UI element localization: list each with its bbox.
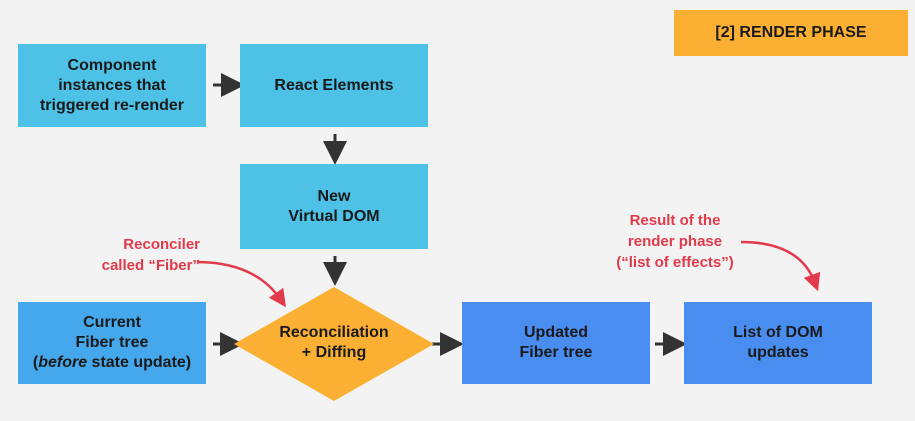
current-fiber-tree-box: Current Fiber tree (before state update) — [18, 302, 206, 384]
updated-fiber-line-1: Updated — [523, 324, 588, 341]
reconciliation-line-2: + Diffing — [301, 344, 367, 361]
new-virtual-dom-line-1: New — [317, 187, 351, 205]
result-annotation-line-3: (“list of effects”) — [616, 254, 734, 271]
dom-updates-line-1: List of DOM — [733, 324, 823, 341]
annotation-arrow-reconciler — [196, 260, 286, 308]
reconciler-annotation: Reconciler called “Fiber” — [40, 234, 200, 276]
react-elements-box: React Elements — [240, 44, 428, 127]
result-annotation-line-1: Result of the — [629, 212, 721, 229]
result-annotation-line-2: render phase — [627, 233, 723, 250]
current-fiber-line-3-prefix: ( — [32, 354, 39, 371]
component-instances-line-1: Component — [67, 56, 157, 74]
current-fiber-before-text: before — [38, 354, 88, 371]
annotation-arrow-result — [740, 240, 821, 292]
reconciliation-line-1: Reconciliation — [279, 324, 389, 341]
new-virtual-dom-box: New Virtual DOM — [240, 164, 428, 249]
updated-fiber-tree-box: Updated Fiber tree — [462, 302, 650, 384]
reconciler-annotation-line-2: called “Fiber” — [101, 257, 200, 274]
reconciliation-label: Reconciliation + Diffing — [244, 318, 424, 368]
current-fiber-line-3: (before state update) — [33, 353, 191, 373]
component-instances-box: Component instances that triggered re-re… — [18, 44, 206, 127]
list-of-dom-updates-box: List of DOM updates — [684, 302, 872, 384]
current-fiber-line-3-suffix: state update) — [87, 354, 192, 371]
result-annotation: Result of the render phase (“list of eff… — [590, 210, 760, 273]
render-phase-badge: [2] RENDER PHASE — [674, 10, 908, 56]
dom-updates-line-2: updates — [747, 344, 809, 361]
component-instances-line-3: triggered re-render — [39, 96, 185, 114]
new-virtual-dom-line-2: Virtual DOM — [288, 207, 380, 225]
current-fiber-line-1: Current — [83, 314, 141, 331]
component-instances-line-2: instances that — [58, 76, 166, 94]
reconciler-annotation-line-1: Reconciler — [123, 236, 200, 253]
reconciliation-diamond — [234, 287, 434, 401]
current-fiber-line-2: Fiber tree — [75, 334, 149, 351]
react-elements-label: React Elements — [274, 76, 394, 94]
updated-fiber-line-2: Fiber tree — [519, 344, 593, 361]
